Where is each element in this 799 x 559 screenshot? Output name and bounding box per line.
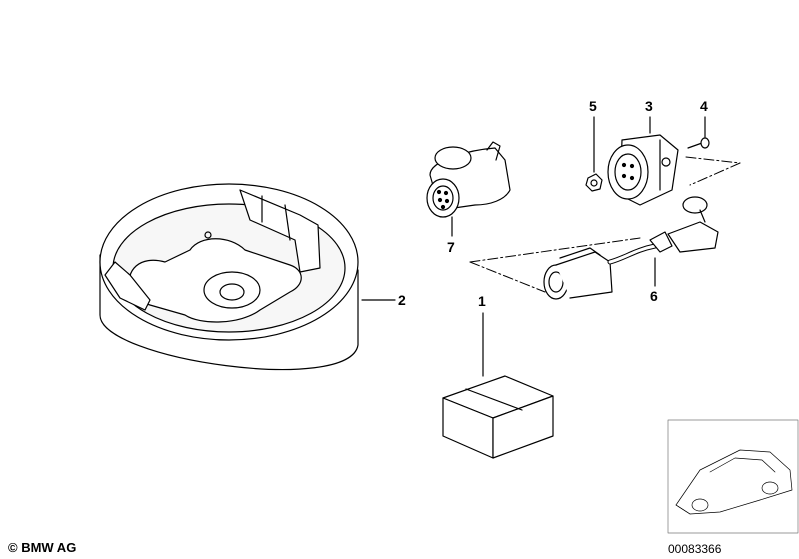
socket-housing <box>607 134 679 206</box>
vehicle-thumbnail <box>667 419 799 534</box>
callout-2: 2 <box>398 292 406 308</box>
callout-6: 6 <box>650 288 658 304</box>
assembly-reference-lines <box>469 156 741 293</box>
hex-nut <box>585 173 603 192</box>
adapter-cable <box>543 196 719 300</box>
callout-7: 7 <box>447 239 455 255</box>
callout-1: 1 <box>478 293 486 309</box>
wheel-well-tray <box>99 183 359 371</box>
callout-5: 5 <box>589 98 597 114</box>
callout-3: 3 <box>645 98 653 114</box>
copyright-notice: © BMW AG <box>8 540 77 555</box>
image-number: 00083366 <box>668 542 722 556</box>
socket-13-pin <box>426 141 511 218</box>
screw <box>687 137 710 149</box>
parts-box <box>442 375 554 459</box>
callout-4: 4 <box>700 98 708 114</box>
